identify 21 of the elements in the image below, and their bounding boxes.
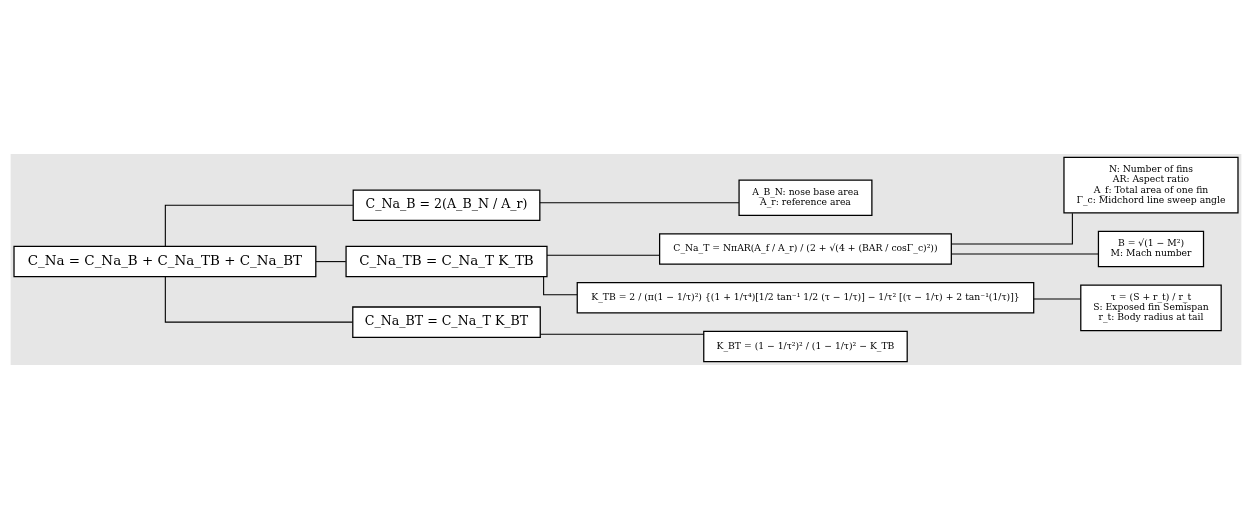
connector (164, 204, 354, 247)
node-box: K_TB = 2 / (π(1 − 1/τ)²) {(1 + 1/τ⁴)[1/2 tan⁻¹ 1/2 (τ − 1/τ)] − 1/τ² [(τ − 1/τ) + 2 tan⁻¹(1/τ)]} (576, 282, 1035, 314)
connector (1033, 298, 1082, 300)
connector (950, 253, 1099, 255)
connector (543, 276, 578, 296)
connector (164, 276, 354, 323)
connector (950, 212, 1073, 245)
node-box: C_Na_T = NπAR(A_f / A_r) / (2 + √(4 + (BAR / cosΓ_c)²)) (659, 233, 952, 265)
node-box: τ = (S + r_t) / r_t S: Exposed fin Semispan r_t: Body radius at tail (1080, 284, 1222, 332)
node-box: K_BT = (1 − 1/τ²)² / (1 − 1/τ)² − K_TB (703, 330, 908, 363)
connector (539, 333, 705, 335)
node-box: C_Na_B = 2(A_B_N / A_r) (352, 189, 541, 222)
connector (546, 254, 660, 256)
node-box: B = √(1 − M²) M: Mach number (1097, 230, 1205, 268)
connector (315, 261, 347, 263)
node-box: C_Na = C_Na_B + C_Na_TB + C_Na_BT (13, 245, 317, 278)
node-box: A_B_N: nose base area A_r: reference area (738, 179, 873, 216)
node-box: C_Na_BT = C_Na_T K_BT (352, 306, 541, 338)
node-box: N: Number of fins AR: Aspect ratio A_f: Total area of one fin Γ_c: Midchord line sweep angle (1063, 156, 1239, 214)
node-box: C_Na_TB = C_Na_T K_TB (345, 245, 548, 278)
connector (539, 202, 740, 204)
